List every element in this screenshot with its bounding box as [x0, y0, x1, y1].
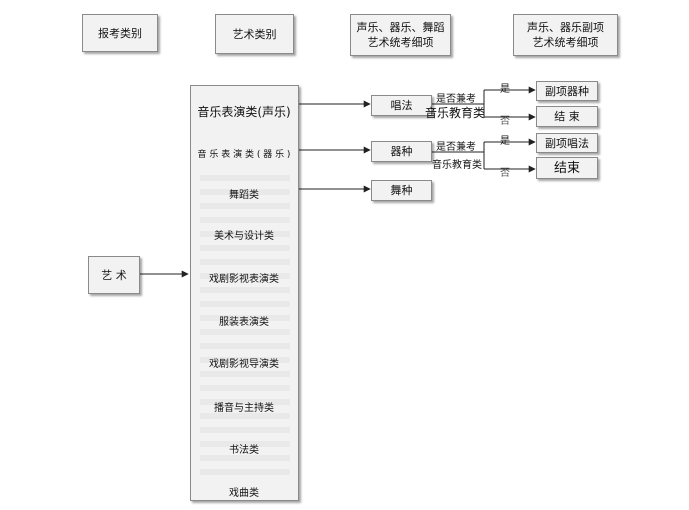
result-end-instrument: 结束 [536, 157, 598, 179]
item-vocal-style: 唱法 [371, 95, 432, 116]
vocal-branch-music-education: 音乐教育类 [425, 106, 486, 120]
header-unified-exam-items-line2: 艺术统考细项 [367, 36, 434, 49]
result-minor-instrument-label: 副项器种 [545, 84, 589, 98]
category-calligraphy: 书法类 [229, 445, 259, 456]
instrument-branch-music-education: 音乐教育类 [432, 160, 482, 171]
header-minor-exam-items-line1: 声乐、器乐副项 [527, 21, 604, 34]
category-music-vocal: 音乐表演类(声乐) [197, 105, 291, 119]
result-minor-vocal: 副项唱法 [536, 133, 598, 153]
category-art-design: 美术与设计类 [214, 231, 274, 242]
item-dance-type-label: 舞种 [390, 184, 413, 197]
vocal-branch-no: 否 [500, 116, 510, 127]
header-exam-category-label: 报考类别 [98, 26, 142, 40]
art-categories-panel [190, 85, 299, 501]
header-exam-category: 报考类别 [82, 14, 158, 52]
root-art-node: 艺 术 [88, 256, 140, 294]
result-minor-instrument: 副项器种 [536, 81, 598, 101]
category-fashion-show: 服装表演类 [219, 317, 269, 328]
header-unified-exam-items: 声乐、器乐、舞蹈 艺术统考细项 [350, 14, 451, 56]
category-music-instrumental: 音 乐 表 演 类 ( 器 乐 ) [197, 150, 291, 160]
vocal-branch-question: 是否兼考 [436, 94, 476, 105]
item-vocal-style-label: 唱法 [390, 99, 413, 112]
instrument-branch-yes: 是 [500, 136, 510, 147]
item-instrument-type: 器种 [371, 141, 432, 162]
result-end-vocal: 结 束 [536, 106, 598, 127]
instrument-branch-question: 是否兼考 [436, 142, 476, 153]
item-instrument-type-label: 器种 [390, 145, 413, 158]
result-end-vocal-label: 结 束 [554, 110, 580, 123]
root-art-label: 艺 术 [101, 268, 127, 282]
category-opera: 戏曲类 [229, 488, 259, 499]
result-minor-vocal-label: 副项唱法 [545, 136, 589, 150]
category-drama-film-acting: 戏剧影视表演类 [209, 274, 279, 285]
vocal-branch-yes: 是 [500, 84, 510, 95]
background-watermark [200, 175, 290, 475]
header-art-category-label: 艺术类别 [232, 27, 277, 41]
instrument-branch-no: 否 [500, 168, 510, 179]
header-art-category: 艺术类别 [215, 14, 294, 54]
item-dance-type: 舞种 [371, 180, 432, 201]
category-broadcasting-hosting: 播音与主持类 [214, 403, 274, 414]
header-minor-exam-items-line2: 艺术统考细项 [532, 36, 599, 49]
result-end-instrument-label: 结束 [553, 160, 580, 176]
header-unified-exam-items-line1: 声乐、器乐、舞蹈 [356, 21, 445, 34]
category-drama-film-directing: 戏剧影视导演类 [209, 359, 279, 370]
category-dance: 舞蹈类 [229, 190, 259, 201]
header-minor-exam-items: 声乐、器乐副项 艺术统考细项 [513, 14, 618, 56]
